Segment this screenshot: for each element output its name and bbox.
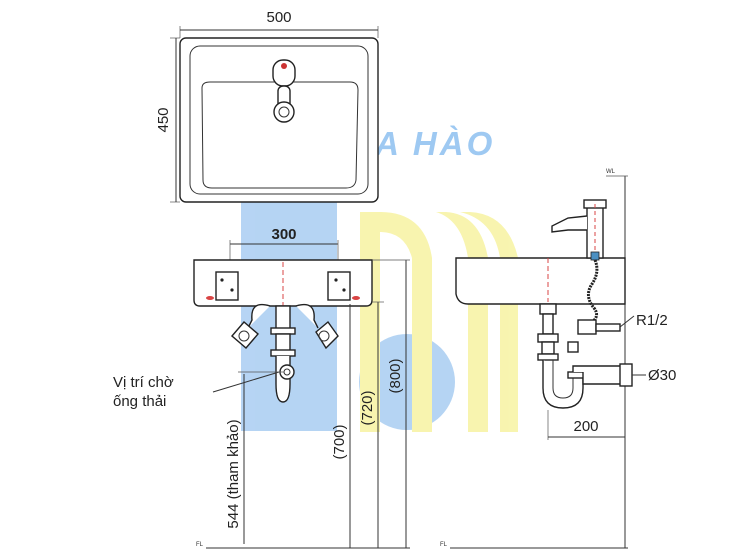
angle-valve-left <box>231 321 259 349</box>
label-waste-line1: Vị trí chờ <box>113 374 174 391</box>
basin-side <box>455 257 626 305</box>
drain-tailpiece <box>275 305 291 331</box>
dim-thread: R1/2 <box>636 312 668 329</box>
wl-label: WL <box>606 169 616 175</box>
dim-top-width: 500 <box>266 9 291 26</box>
basin-rim-top <box>189 45 369 195</box>
dim-700: (700) <box>331 424 348 459</box>
supply-hose-left <box>247 303 271 329</box>
bracket-left <box>215 271 239 301</box>
dim-drain-dia: Ø30 <box>648 367 676 384</box>
front-view: 300 Vị trí chờ ống thải 544 <box>113 226 410 549</box>
top-view: 500 450 <box>155 9 379 203</box>
floor-label-left: FL <box>196 542 204 548</box>
dim-top-depth: 450 <box>155 107 172 132</box>
leader-waste <box>212 371 280 393</box>
side-view: WL R1/2 Ø30 <box>440 169 676 549</box>
floor-label-right: FL <box>440 542 448 548</box>
faucet-side <box>551 199 607 261</box>
basin-bowl-top <box>201 81 359 189</box>
label-waste-line2: ống thải <box>113 393 166 410</box>
angle-valve-side <box>577 319 597 335</box>
bracket-right <box>327 271 351 301</box>
basin-drain-top <box>273 101 295 123</box>
dim-800: (800) <box>387 358 404 393</box>
supply-hose-right <box>295 303 319 329</box>
flex-hose <box>587 259 599 324</box>
dim-720: (720) <box>359 390 376 425</box>
faucet-mark-top <box>281 63 287 69</box>
dim-bracket-spacing: 300 <box>271 226 296 243</box>
dim-side-200: 200 <box>573 418 598 435</box>
leader-thread <box>619 315 635 328</box>
angle-valve-right <box>315 320 339 350</box>
dim-544: 544 (tham khảo) <box>225 419 242 528</box>
